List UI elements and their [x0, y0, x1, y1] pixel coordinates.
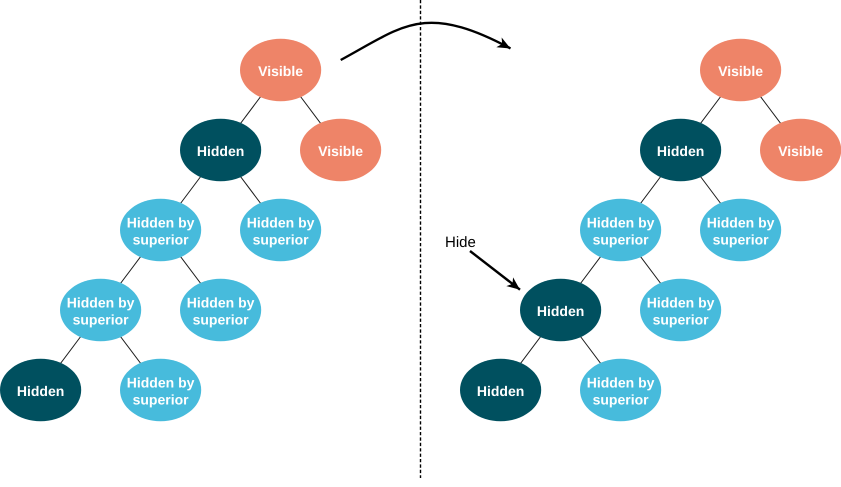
svg-text:Hidden by: Hidden by: [247, 215, 315, 231]
svg-text:superior: superior: [593, 231, 650, 247]
svg-text:superior: superior: [653, 311, 710, 327]
svg-text:superior: superior: [593, 391, 650, 407]
svg-text:Hidden by: Hidden by: [127, 215, 195, 231]
svg-text:Visible: Visible: [318, 143, 363, 159]
svg-text:Hidden: Hidden: [657, 143, 704, 159]
svg-text:Hide: Hide: [445, 234, 476, 251]
svg-text:superior: superior: [133, 391, 190, 407]
svg-text:Hidden by: Hidden by: [67, 295, 135, 311]
svg-text:Hidden by: Hidden by: [127, 375, 195, 391]
svg-text:Hidden: Hidden: [197, 143, 244, 159]
svg-text:Hidden by: Hidden by: [587, 215, 655, 231]
svg-text:superior: superior: [133, 231, 190, 247]
svg-text:Hidden by: Hidden by: [587, 375, 655, 391]
svg-text:Hidden by: Hidden by: [187, 295, 255, 311]
svg-text:Visible: Visible: [718, 63, 763, 79]
svg-text:superior: superior: [253, 231, 310, 247]
svg-text:Visible: Visible: [778, 143, 823, 159]
svg-text:superior: superior: [713, 231, 770, 247]
svg-text:Hidden by: Hidden by: [707, 215, 775, 231]
svg-text:superior: superior: [73, 311, 130, 327]
svg-text:Hidden: Hidden: [477, 383, 524, 399]
svg-text:Hidden: Hidden: [537, 303, 584, 319]
svg-text:Hidden: Hidden: [17, 383, 64, 399]
svg-text:Visible: Visible: [258, 63, 303, 79]
svg-text:Hidden by: Hidden by: [647, 295, 715, 311]
svg-text:superior: superior: [193, 311, 250, 327]
